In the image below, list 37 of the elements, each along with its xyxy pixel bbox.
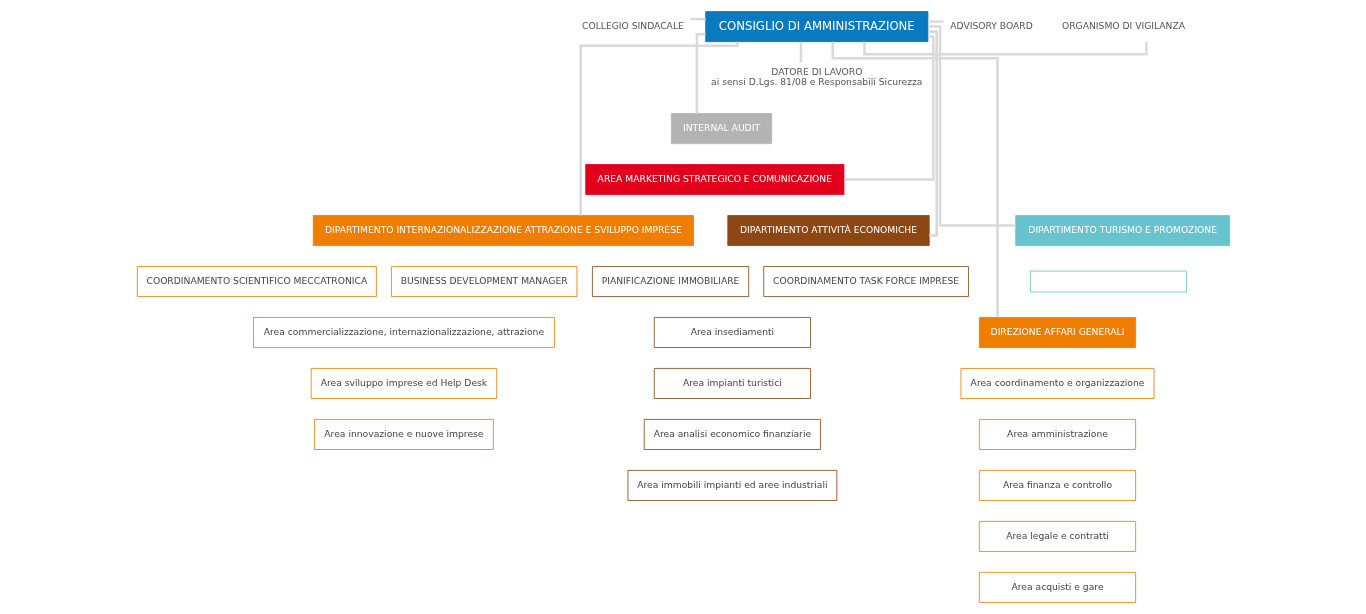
node-box: DIPARTIMENTO INTERNAZIONALIZZAZIONE ATTRAZIONE E SVILUPPO IMPRESE xyxy=(312,215,694,246)
node-box: Area innovazione e nuove imprese xyxy=(313,419,494,450)
node-box: DIPARTIMENTO ATTIVITÀ ECONOMICHE xyxy=(726,215,930,246)
node-box: BUSINESS DEVELOPMENT MANAGER xyxy=(390,266,577,297)
node-text: ORGANISMO DI VIGILANZA xyxy=(1061,19,1185,31)
node-box: Area amministrazione xyxy=(978,419,1136,450)
node-box: COORDINAMENTO TASK FORCE IMPRESE xyxy=(762,266,969,297)
node-text: COLLEGIO SINDACALE xyxy=(581,19,684,31)
node-box: Area analisi economico finanziarie xyxy=(643,419,821,450)
node-box: Area coordinamento e organizzazione xyxy=(960,368,1154,399)
node-box: COORDINAMENTO SCIENTIFICO MECCATRONICA xyxy=(136,266,377,297)
connector xyxy=(927,30,938,237)
node-box: DIREZIONE AFFARI GENERALI xyxy=(978,317,1136,348)
node-box: Area insediamenti xyxy=(653,317,811,348)
node-text: DATORE DI LAVORO ai sensi D.Lgs. 81/08 e Responsabili Sicurezza xyxy=(710,65,923,87)
node-box: PIANIFICAZIONE IMMOBILIARE xyxy=(591,266,749,297)
node-box: DIPARTIMENTO TURISMO E PROMOZIONE xyxy=(1014,215,1230,246)
node-box: Area legale e contratti xyxy=(978,520,1136,552)
node-box: Area sviluppo imprese ed Help Desk xyxy=(310,368,497,399)
connector xyxy=(927,25,1016,227)
node-box: Area commercializzazione, internazionalizzazione, attrazione xyxy=(252,317,555,348)
connector xyxy=(578,41,739,216)
node-box: Area finanza e controllo xyxy=(978,469,1136,501)
connector xyxy=(843,35,935,181)
connector xyxy=(927,20,943,23)
connector xyxy=(695,32,705,114)
node-text: ADVISORY BOARD xyxy=(949,19,1033,31)
node-box: AREA MARKETING STRATEGICO E COMUNICAZIONE xyxy=(584,164,844,195)
node-box: Area impianti turistici xyxy=(653,368,811,399)
node-box: CONSIGLIO DI AMMINISTRAZIONE xyxy=(704,11,928,43)
node-box: Area immobili impianti ed aree industriali xyxy=(627,469,837,501)
connector xyxy=(830,41,999,318)
node-box xyxy=(1029,270,1187,293)
node-box: Area acquisti e gare xyxy=(978,571,1136,603)
connector xyxy=(862,41,1148,56)
node-box: INTERNAL AUDIT xyxy=(670,113,772,145)
connector xyxy=(799,41,802,63)
